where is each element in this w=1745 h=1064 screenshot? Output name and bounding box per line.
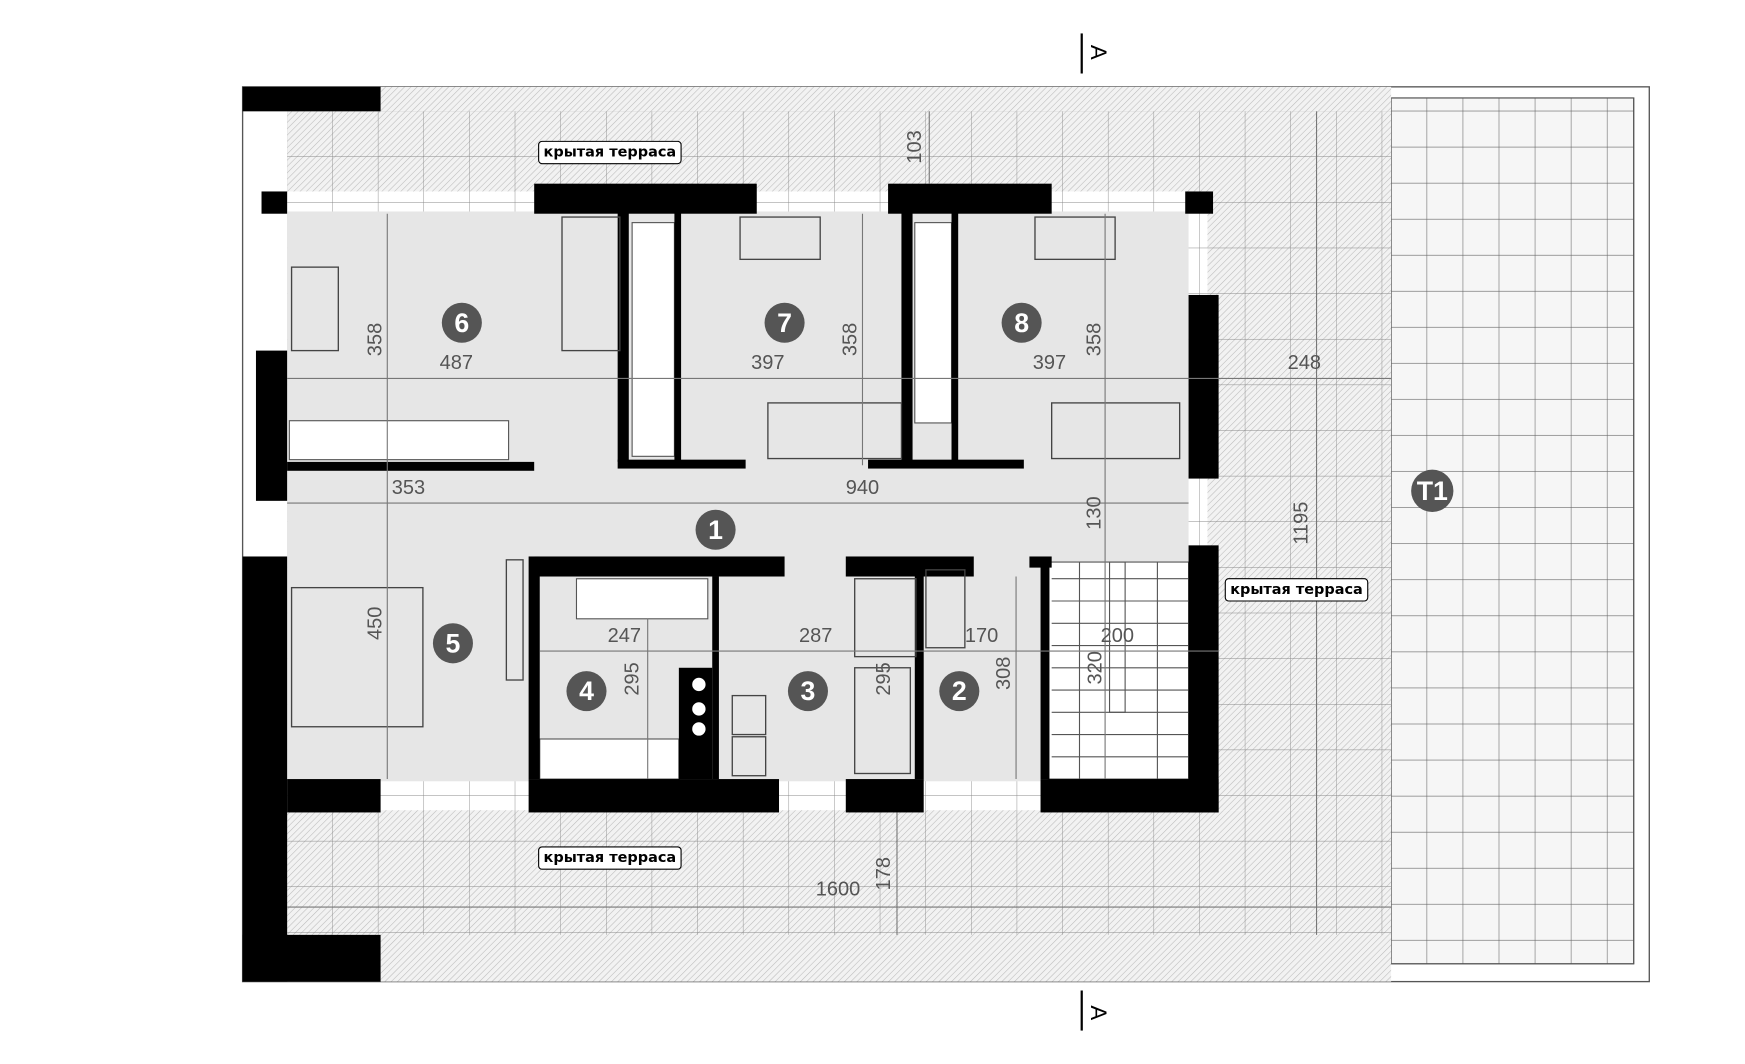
dim-side-terrace: 248: [1288, 352, 1321, 374]
dim-total-width: 1600: [816, 879, 861, 901]
dim-hall-width: 940: [846, 477, 879, 499]
dim-bottom-terrace: 178: [873, 857, 895, 890]
terrace-label-top: крытая терраса: [538, 140, 682, 165]
furniture: [290, 216, 1181, 777]
room-badge-1: 1: [695, 509, 736, 550]
dim-room3-width: 287: [799, 625, 832, 647]
dim-total-depth: 1195: [1290, 502, 1312, 545]
svg-text:крытая терраса: крытая терраса: [1230, 582, 1363, 598]
terrace-t1-area: [1390, 97, 1635, 965]
dim-room8-width: 397: [1033, 352, 1066, 374]
interior-floor: [287, 211, 1189, 782]
walls: [242, 86, 1219, 982]
svg-text:5: 5: [446, 628, 461, 658]
svg-text:крытая терраса: крытая терраса: [544, 145, 677, 161]
staircase: [1051, 561, 1189, 780]
svg-text:A: A: [1086, 45, 1111, 60]
dim-stairs-width: 200: [1101, 625, 1134, 647]
dim-stairs-depth: 320: [1084, 651, 1106, 684]
terrace-label-right: крытая терраса: [1224, 578, 1369, 602]
dim-room2-width: 170: [965, 625, 998, 647]
dim-room5-depth: 450: [364, 607, 386, 640]
room-badge-5: 5: [432, 623, 473, 664]
room-badge-2: 2: [939, 671, 980, 712]
dim-room5-width: 353: [392, 477, 425, 499]
dim-room7-width: 397: [751, 352, 784, 374]
section-mark-top: A: [1080, 33, 1111, 74]
dim-room2-depth: 308: [993, 657, 1015, 690]
svg-text:2: 2: [952, 676, 967, 706]
dim-room3-depth: 295: [873, 662, 895, 695]
svg-text:T1: T1: [1417, 476, 1448, 506]
svg-text:6: 6: [454, 308, 469, 338]
svg-text:3: 3: [801, 676, 816, 706]
room-badge-8: 8: [1001, 302, 1042, 343]
section-mark-bottom: A: [1080, 990, 1111, 1031]
svg-text:8: 8: [1014, 308, 1029, 338]
dim-room4-depth: 295: [622, 662, 644, 695]
terrace-label-bottom: крытая терраса: [538, 846, 682, 870]
room-badge-6: 6: [441, 302, 482, 343]
svg-text:4: 4: [579, 676, 594, 706]
svg-text:A: A: [1086, 1005, 1111, 1020]
dim-hall-depth: 130: [1083, 496, 1105, 529]
dim-room8-depth: 358: [1083, 323, 1105, 356]
dim-top-terrace: 103: [904, 130, 926, 163]
svg-text:крытая терраса: крытая терраса: [544, 850, 677, 866]
dim-room6-width: 487: [440, 352, 473, 374]
room-badge-4: 4: [566, 671, 607, 712]
terrace-badge-t1: T1: [1411, 469, 1454, 512]
room-badge-7: 7: [764, 302, 805, 343]
room-badge-3: 3: [787, 671, 828, 712]
svg-text:7: 7: [777, 308, 792, 338]
svg-text:1: 1: [708, 515, 723, 545]
dim-room6-depth: 358: [364, 323, 386, 356]
dimension-lines: [287, 111, 1392, 935]
dim-room7-depth: 358: [840, 323, 862, 356]
dimension-labels: 103 487 358 397 358 397 358 248 353 940 …: [364, 130, 1321, 900]
dim-room4-width: 247: [608, 625, 641, 647]
